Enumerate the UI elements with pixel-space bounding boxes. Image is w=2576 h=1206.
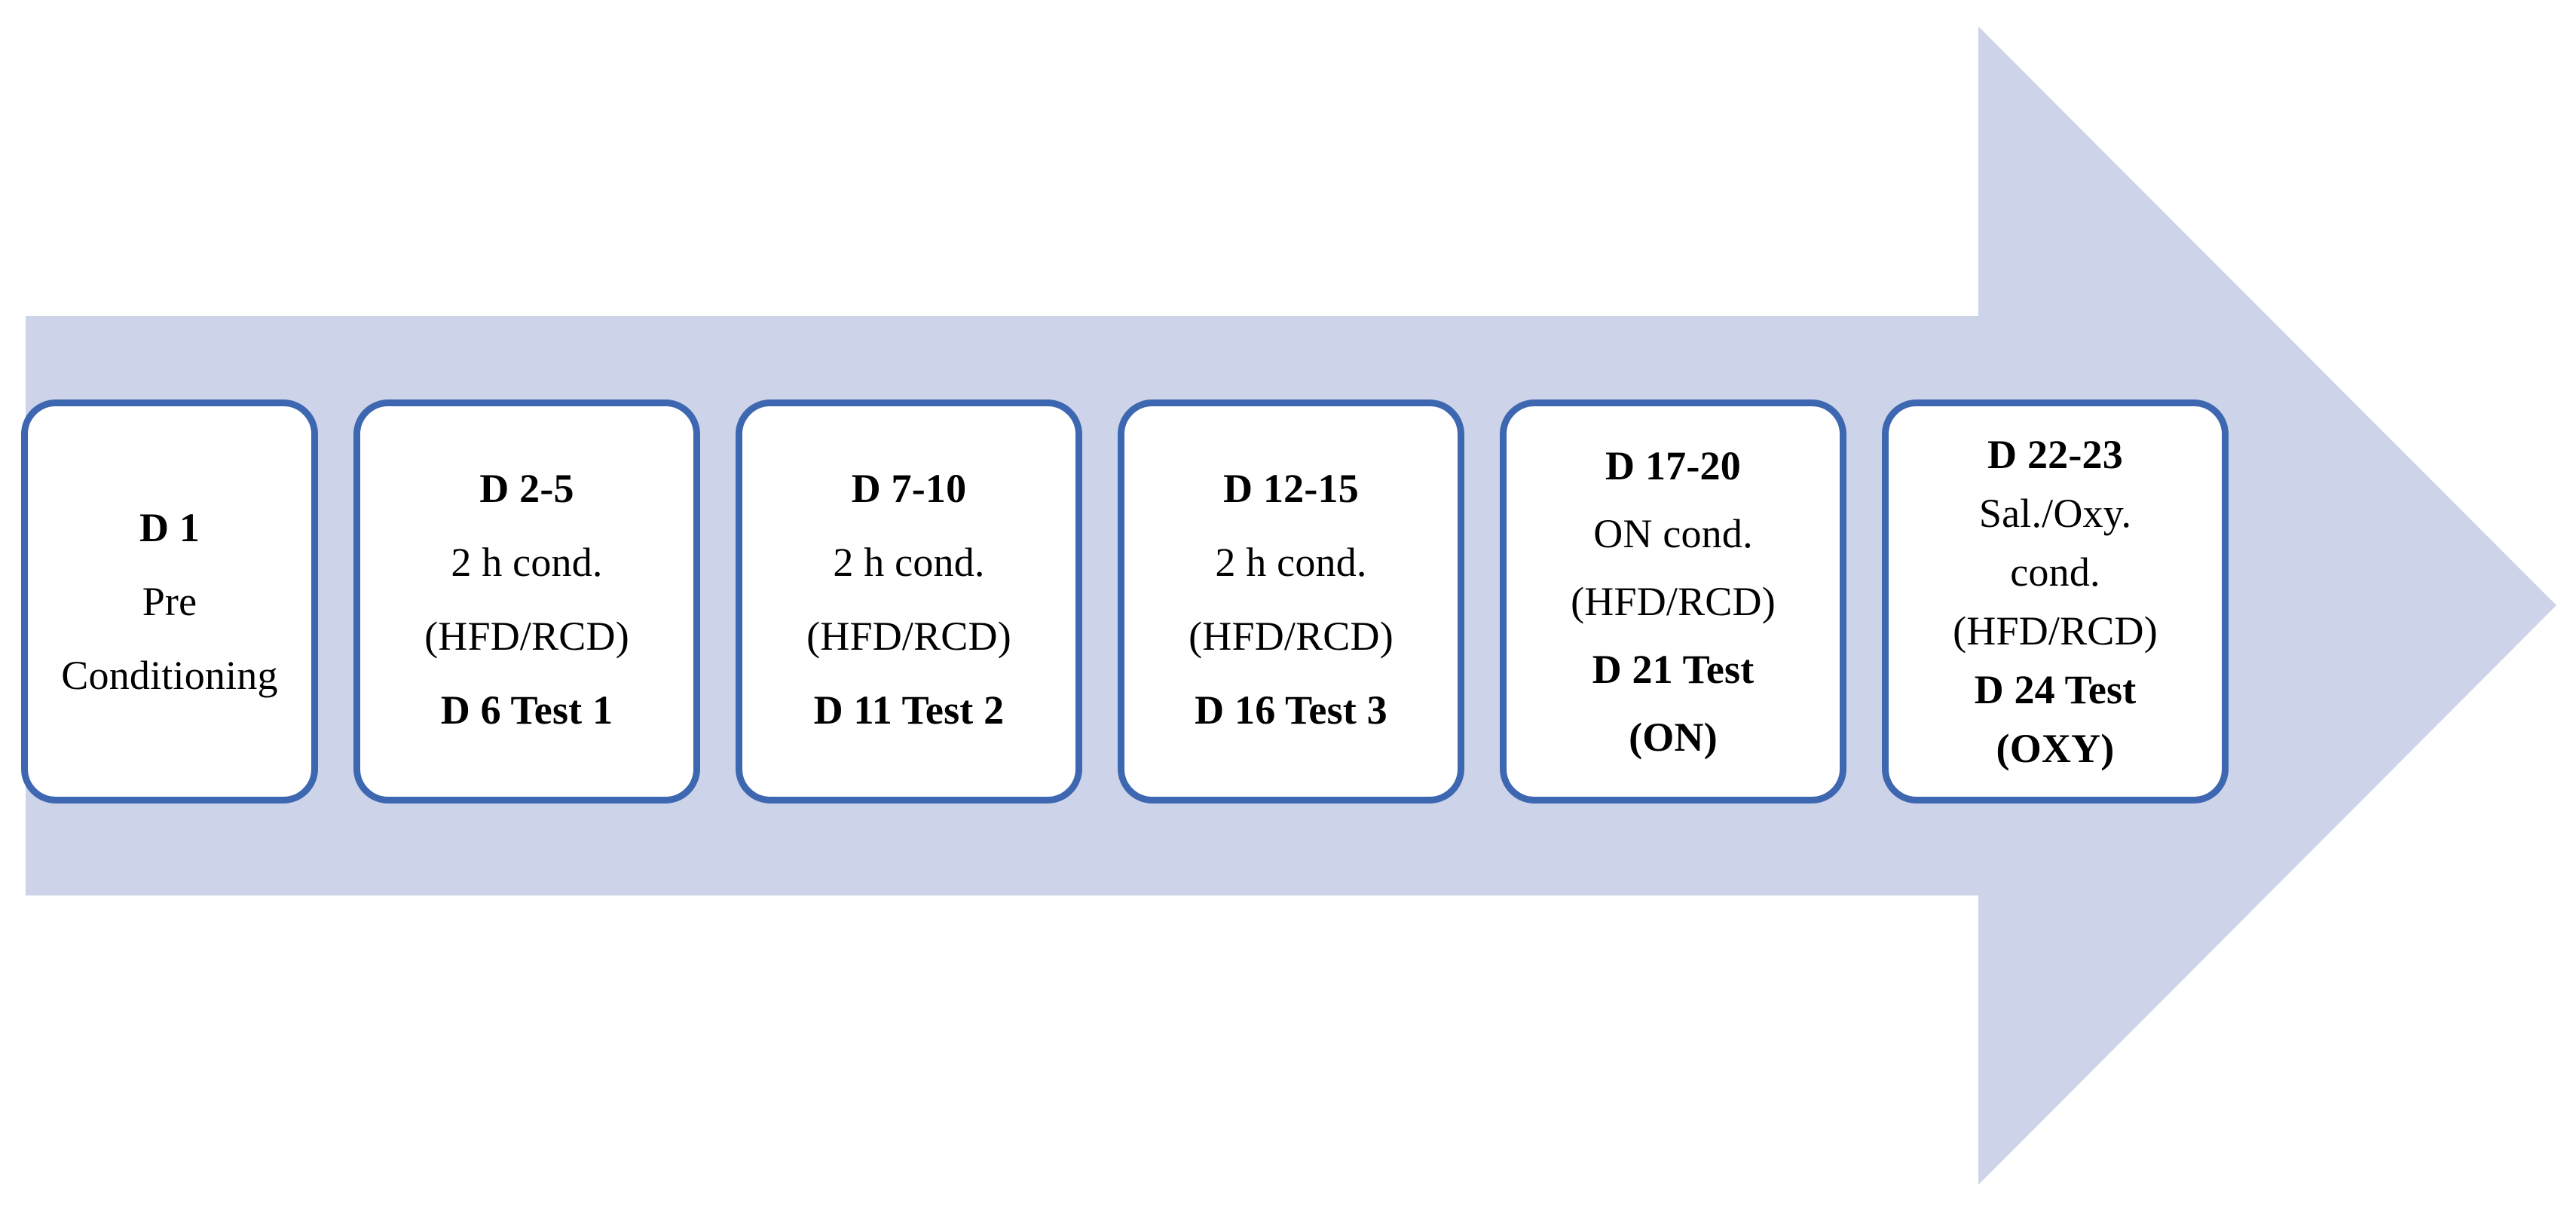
stage-line-day-range: D 22-23 [1987, 432, 2123, 477]
stage-line-test: D 6 Test 1 [440, 687, 613, 733]
stage-line-test: D 11 Test 2 [813, 687, 1005, 733]
stage-line-day-range: D 12-15 [1223, 466, 1359, 511]
stage-line-test-type: (OXY) [1996, 726, 2115, 771]
timeline-stages-row: D 1 Pre Conditioning D 2-5 2 h cond. (HF… [21, 399, 2425, 803]
stage-line-test: D 21 Test [1592, 647, 1755, 692]
stage-line-day-range: D 2-5 [479, 466, 574, 511]
stage-line-day-range: D 17-20 [1605, 443, 1741, 488]
stage-line-detail-1: 2 h cond. [833, 540, 985, 585]
stage-box-overnight-conditioning[interactable]: D 17-20 ON cond. (HFD/RCD) D 21 Test (ON… [1500, 399, 1846, 803]
stage-box-conditioning-2[interactable]: D 7-10 2 h cond. (HFD/RCD) D 11 Test 2 [736, 399, 1082, 803]
stage-box-pre-conditioning[interactable]: D 1 Pre Conditioning [21, 399, 318, 803]
stage-line-detail-1: 2 h cond. [1215, 540, 1367, 585]
stage-line-test: D 24 Test [1974, 667, 2137, 712]
stage-line-detail-2: (HFD/RCD) [424, 614, 629, 659]
stage-box-saline-oxytocin-conditioning[interactable]: D 22-23 Sal./Oxy. cond. (HFD/RCD) D 24 T… [1882, 399, 2229, 803]
stage-line-day-range: D 7-10 [851, 466, 967, 511]
stage-line-detail-2: Conditioning [61, 653, 278, 698]
stage-line-test-type: (ON) [1629, 715, 1718, 760]
stage-line-detail-2: (HFD/RCD) [806, 614, 1011, 659]
stage-line-detail-2: (HFD/RCD) [1571, 579, 1776, 624]
stage-line-detail-1: Pre [142, 579, 197, 624]
stage-box-conditioning-3[interactable]: D 12-15 2 h cond. (HFD/RCD) D 16 Test 3 [1118, 399, 1464, 803]
stage-line-day-range: D 1 [139, 505, 200, 550]
stage-line-detail-1: ON cond. [1593, 511, 1753, 556]
stage-line-detail-1: Sal./Oxy. [1978, 491, 2132, 536]
stage-line-test: D 16 Test 3 [1195, 687, 1387, 733]
stage-box-conditioning-1[interactable]: D 2-5 2 h cond. (HFD/RCD) D 6 Test 1 [353, 399, 700, 803]
stage-line-detail-2: (HFD/RCD) [1189, 614, 1394, 659]
stage-line-detail-3: (HFD/RCD) [1953, 608, 2158, 654]
stage-line-detail-2: cond. [2010, 549, 2100, 595]
stage-line-detail-1: 2 h cond. [451, 540, 603, 585]
